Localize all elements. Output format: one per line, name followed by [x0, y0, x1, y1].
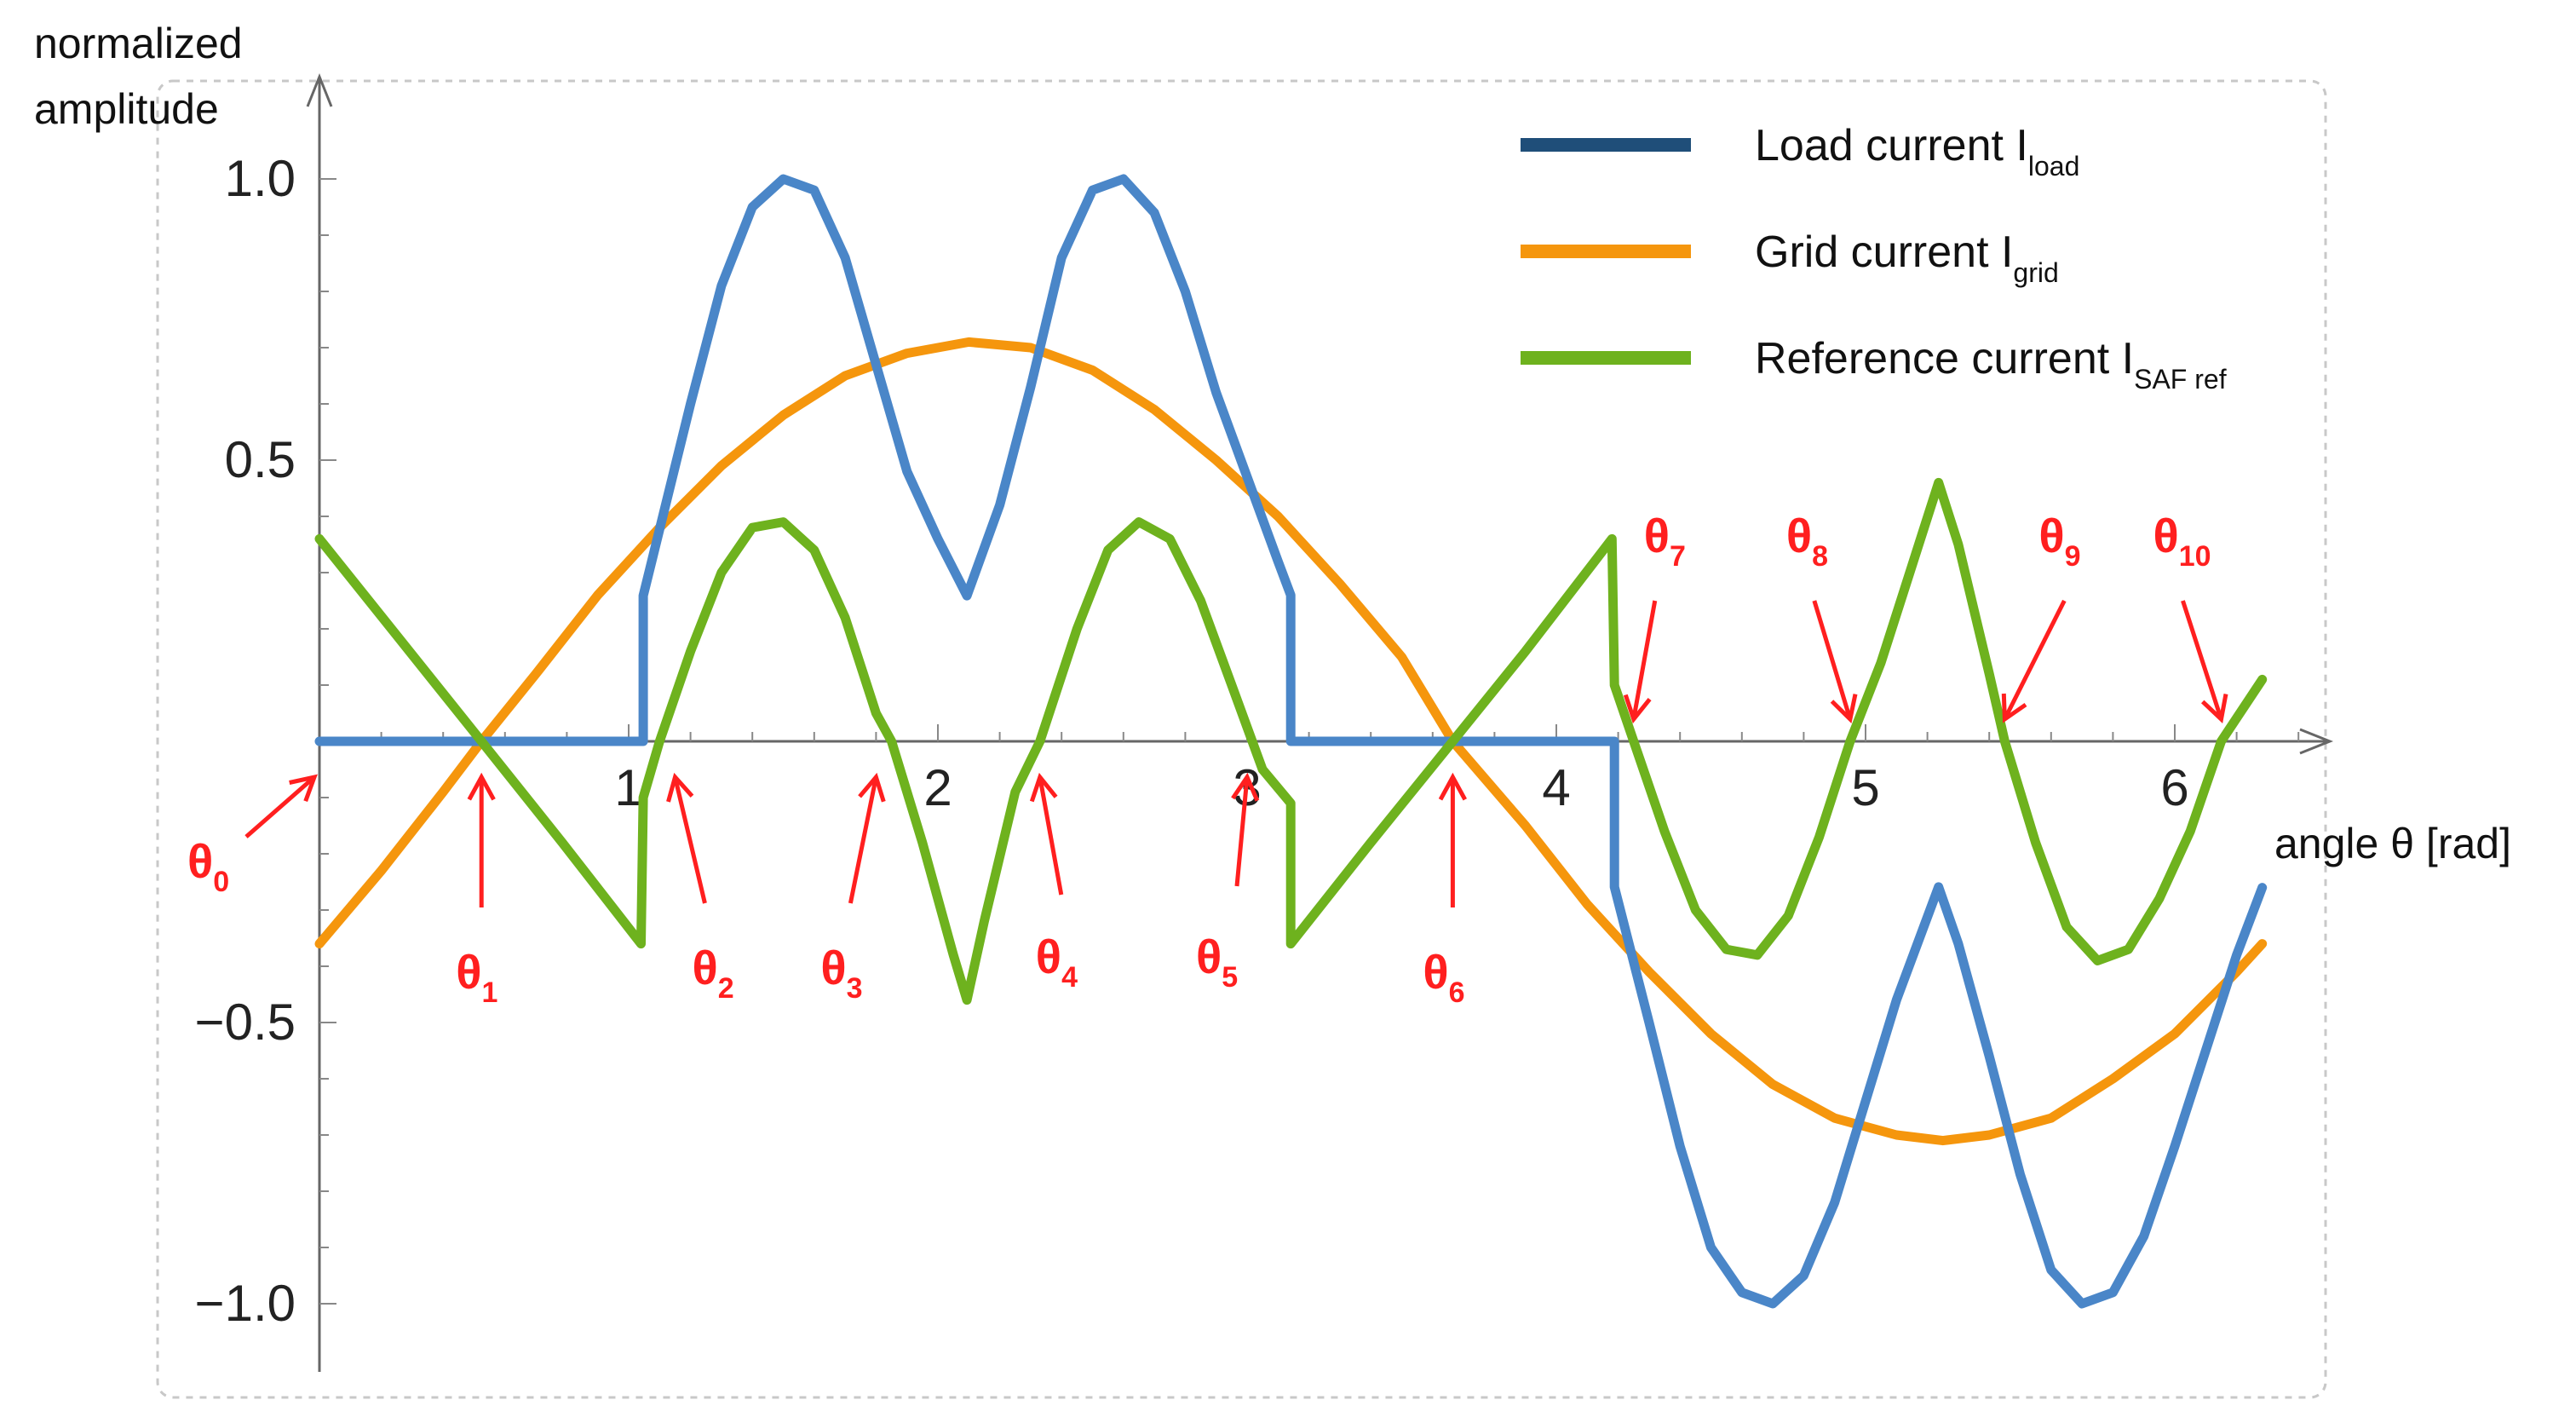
- annotation-label: θ10: [2153, 509, 2211, 573]
- annotations: θ0 θ1 θ2 θ3 θ4 θ5 θ6 θ7 θ8 θ9 θ10: [187, 509, 2228, 1009]
- annotation-arrow: [2181, 600, 2223, 720]
- legend-label: Reference current ISAF ref: [1755, 334, 2227, 395]
- annotation-label: θ4: [1036, 930, 1078, 994]
- legend-label: Grid current Igrid: [1755, 228, 2059, 288]
- annotation-arrow: [848, 776, 878, 904]
- annotation-label: θ3: [820, 941, 862, 1005]
- x-tick-label: 1: [614, 759, 642, 816]
- annotation-arrow: [244, 775, 316, 838]
- annotation-label: θ5: [1196, 930, 1238, 994]
- y-tick-label: −0.5: [195, 994, 296, 1051]
- annotation-label: θ9: [2038, 509, 2080, 573]
- x-tick-label: 4: [1542, 759, 1570, 816]
- annotation-label: θ1: [456, 945, 497, 1009]
- y-tick-label: 1.0: [225, 150, 296, 207]
- annotation-arrowhead: [1830, 694, 1858, 723]
- annotation-label: θ7: [1644, 509, 1686, 573]
- annotation-arrow: [1812, 600, 1853, 720]
- y-axis-label-line1: normalized: [34, 20, 243, 67]
- annotation-arrowhead: [858, 772, 886, 803]
- annotation-arrowhead: [289, 774, 318, 803]
- axes: 1234561.00.5−0.5−1.0: [195, 72, 2334, 1372]
- y-axis-arrowhead: [306, 72, 333, 107]
- x-tick-label: 5: [1851, 759, 1879, 816]
- x-tick-label: 6: [2160, 759, 2188, 816]
- annotation-label: θ2: [692, 941, 733, 1005]
- series-line-grid: [314, 337, 2268, 1146]
- series-line-SAF-ref: [314, 477, 2268, 1005]
- x-tick-label: 2: [923, 759, 952, 816]
- annotation-arrow: [673, 776, 707, 904]
- annotation-arrow: [1631, 600, 1658, 720]
- annotation-arrow: [1234, 776, 1250, 887]
- annotation-label: θ8: [1786, 509, 1828, 573]
- y-tick-label: −1.0: [195, 1275, 296, 1332]
- x-axis-label: angle θ [rad]: [2274, 820, 2511, 867]
- annotation-label: θ0: [187, 834, 229, 898]
- series-line-load: [314, 174, 2268, 1309]
- annotation-label: θ6: [1423, 945, 1464, 1009]
- y-tick-label: 0.5: [225, 431, 296, 488]
- annotation-arrow: [2003, 599, 2067, 721]
- legend-label: Load current Iload: [1755, 121, 2079, 181]
- annotation-arrowhead: [666, 772, 694, 803]
- y-axis-label-line2: amplitude: [34, 85, 219, 133]
- plot-frame: [156, 79, 2327, 1399]
- annotation-arrowhead: [1623, 694, 1652, 724]
- annotation-arrowhead: [1438, 772, 1467, 801]
- series-layer: [314, 174, 2268, 1309]
- annotation-arrow: [1038, 776, 1064, 896]
- annotation-arrowhead: [2001, 693, 2027, 723]
- annotation-arrowhead: [2200, 694, 2228, 723]
- x-axis-arrowhead: [2299, 728, 2334, 755]
- annotation-arrowhead: [467, 772, 496, 801]
- annotation-arrowhead: [1231, 772, 1260, 802]
- annotation-arrowhead: [1029, 772, 1058, 803]
